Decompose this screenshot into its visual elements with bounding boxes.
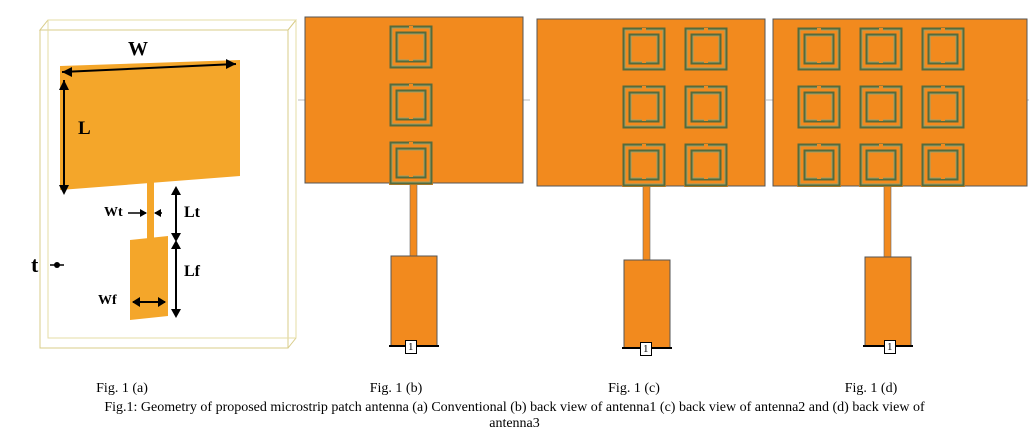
subcaption-c: Fig. 1 (c) bbox=[608, 381, 660, 396]
feed-section-b bbox=[390, 255, 438, 347]
label-Lf: Lf bbox=[184, 263, 200, 280]
feed-line-c bbox=[642, 185, 651, 261]
back-views bbox=[298, 16, 1029, 349]
label-L: L bbox=[78, 118, 91, 139]
figure-caption-line2: antenna3 bbox=[489, 416, 540, 431]
conventional-antenna-drawing bbox=[38, 19, 298, 349]
port-label-b: 1 bbox=[405, 340, 417, 354]
port-label-c: 1 bbox=[640, 342, 652, 356]
substrate-front-face bbox=[39, 29, 289, 349]
label-W: W bbox=[128, 38, 148, 60]
width-dimension-arrow bbox=[61, 63, 237, 73]
subcaption-d: Fig. 1 (d) bbox=[844, 381, 898, 396]
feed-section-d bbox=[864, 256, 912, 347]
port-label-d: 1 bbox=[884, 340, 896, 354]
label-Lt: Lt bbox=[184, 204, 200, 221]
feed-line bbox=[147, 180, 154, 240]
feed-section-c bbox=[623, 259, 671, 349]
figure-caption-line1: Fig.1: Geometry of proposed microstrip p… bbox=[104, 400, 925, 415]
label-Wt: Wt bbox=[104, 205, 123, 220]
feed-line-b bbox=[409, 182, 418, 257]
substrate-back-face bbox=[47, 19, 297, 339]
label-Wf: Wf bbox=[98, 293, 117, 308]
feed-line-d bbox=[883, 185, 892, 258]
label-t: t bbox=[31, 252, 39, 277]
radiating-patch bbox=[60, 60, 240, 190]
subcaption-b: Fig. 1 (b) bbox=[369, 381, 423, 396]
subcaption-a: Fig. 1 (a) bbox=[96, 381, 148, 396]
